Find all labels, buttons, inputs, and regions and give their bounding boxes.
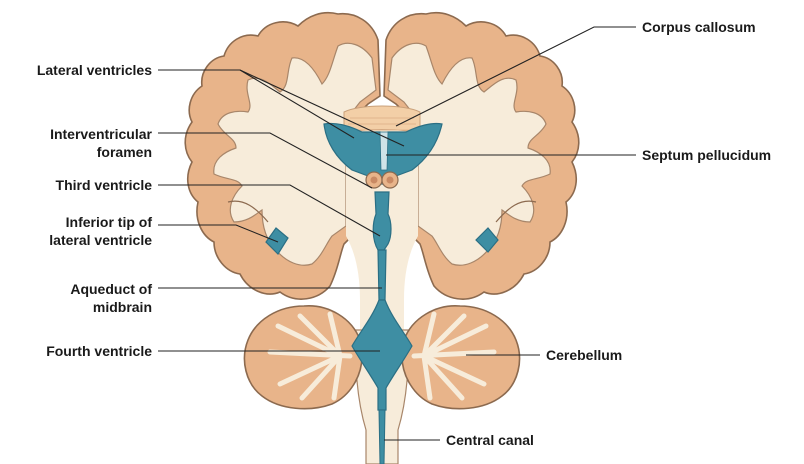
label-inferior-tip: Inferior tip of lateral ventricle xyxy=(0,213,152,249)
central-canal-shape xyxy=(379,410,385,464)
label-aqueduct: Aqueduct of midbrain xyxy=(0,280,152,316)
label-cerebellum: Cerebellum xyxy=(546,346,622,364)
left-fornix-core xyxy=(371,177,378,184)
label-central-canal: Central canal xyxy=(446,431,534,449)
label-septum-pellucidum: Septum pellucidum xyxy=(642,146,771,164)
label-fourth-ventricle: Fourth ventricle xyxy=(0,342,152,360)
label-interventricular-foramen-line1: Interventricular xyxy=(0,125,152,143)
label-lateral-ventricles: Lateral ventricles xyxy=(0,61,152,79)
right-fornix-core xyxy=(387,177,394,184)
label-interventricular-foramen: Interventricular foramen xyxy=(0,125,152,161)
label-corpus-callosum: Corpus callosum xyxy=(642,18,756,36)
label-inferior-tip-line1: Inferior tip of xyxy=(0,213,152,231)
aqueduct-shape xyxy=(378,250,386,300)
label-interventricular-foramen-line2: foramen xyxy=(0,143,152,161)
label-third-ventricle: Third ventricle xyxy=(0,176,152,194)
label-aqueduct-line2: midbrain xyxy=(0,298,152,316)
third-ventricle-shape xyxy=(373,192,391,250)
label-aqueduct-line1: Aqueduct of xyxy=(0,280,152,298)
label-inferior-tip-line2: lateral ventricle xyxy=(0,231,152,249)
